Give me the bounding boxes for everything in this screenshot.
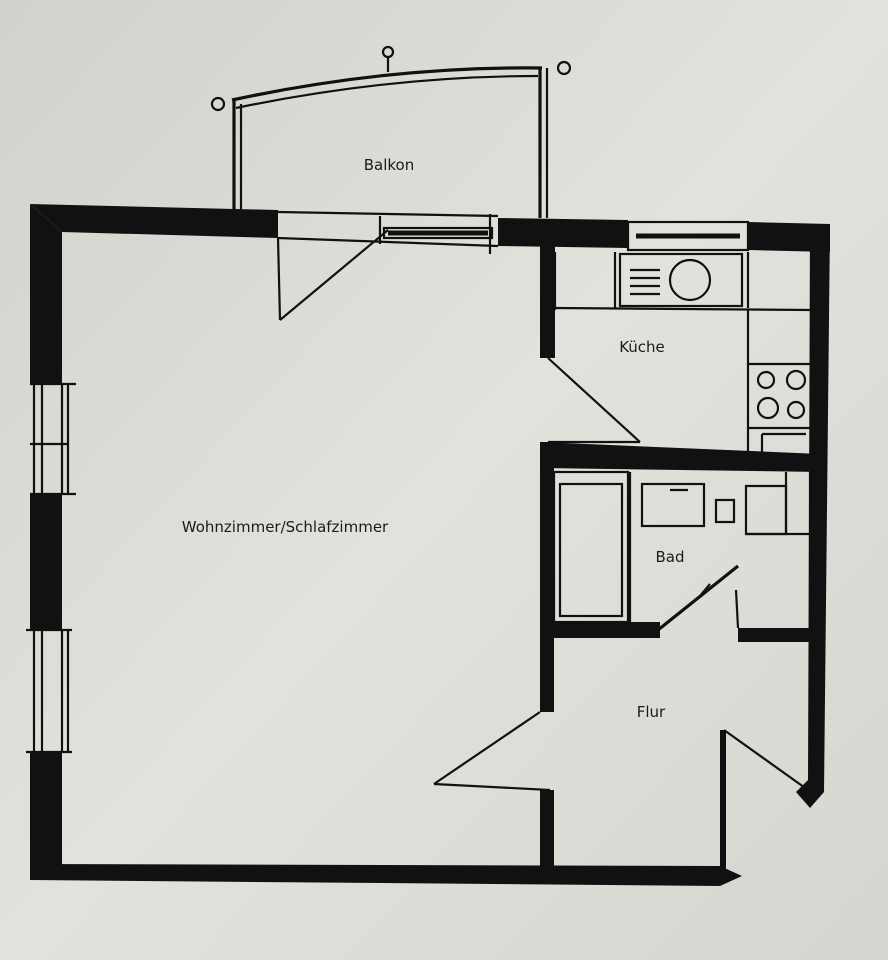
walls — [30, 204, 830, 886]
room-label-balcony: Balkon — [364, 156, 415, 174]
room-label-hall: Flur — [637, 703, 666, 721]
window-left-upper — [30, 382, 76, 496]
room-label-bath: Bad — [655, 548, 684, 566]
bath-fittings — [552, 470, 812, 632]
stove-burner-4 — [786, 400, 806, 420]
stove-burner-3 — [756, 396, 780, 420]
window-left-lower — [26, 628, 72, 754]
sink-bowl — [668, 258, 712, 302]
stove-burner-2 — [785, 369, 807, 391]
room-label-living: Wohnzimmer/Schlafzimmer — [182, 518, 389, 536]
room-label-kitchen: Küche — [619, 338, 665, 356]
balcony-door — [276, 210, 499, 321]
stove-burner-1 — [756, 370, 776, 390]
balcony — [210, 45, 572, 218]
kitchen-fittings — [547, 220, 813, 456]
railing-post-left — [210, 96, 226, 112]
doors-hall — [433, 711, 809, 792]
railing-post-right — [556, 60, 572, 76]
